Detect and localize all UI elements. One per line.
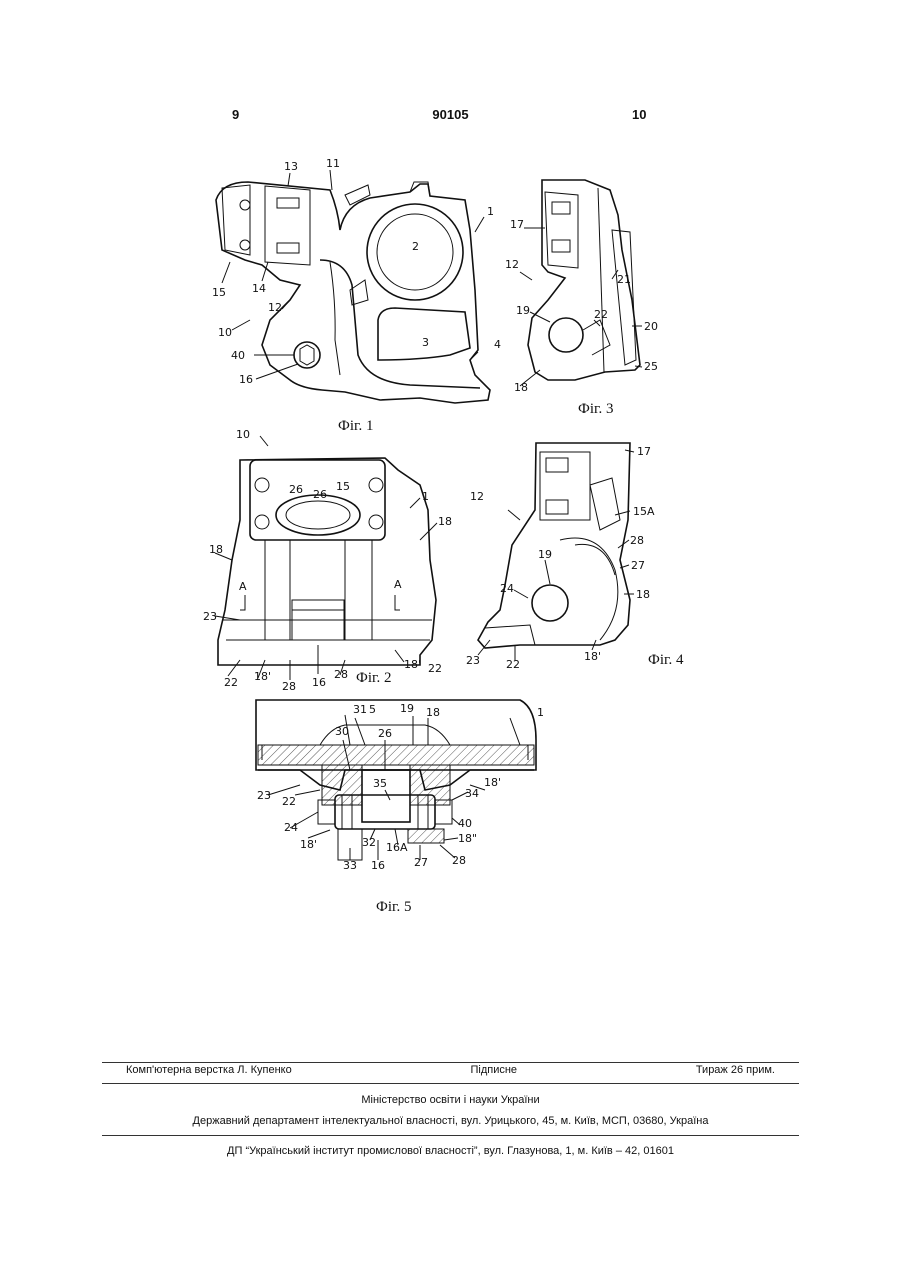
fig2-label-18prime-left: 18' (254, 670, 271, 683)
fig1-label-2: 2 (412, 240, 419, 253)
fig3-label-19: 19 (516, 304, 530, 317)
fig5-label-33: 33 (343, 859, 357, 872)
fig4-label-15a: 15A (633, 505, 655, 518)
footer-signed: Підписне (470, 1064, 517, 1076)
fig5-label-28: 28 (452, 854, 466, 867)
fig5-label-18prime-top: 18' (484, 776, 501, 789)
fig5-label-30: 30 (335, 725, 349, 738)
fig5-label-31: 31 (353, 703, 367, 716)
fig1-label-11: 11 (326, 157, 340, 170)
fig3-label-21: 21 (617, 273, 631, 286)
footer-rule-middle (102, 1083, 799, 1084)
fig5-label-34: 34 (465, 787, 479, 800)
fig5-label-27: 27 (414, 856, 428, 869)
fig5-label-1: 1 (537, 706, 544, 719)
fig4-label-19: 19 (538, 548, 552, 561)
fig5-label-32: 32 (362, 836, 376, 849)
fig5-label-24: 24 (284, 821, 298, 834)
fig1-label-40: 40 (231, 349, 245, 362)
fig4-label-18prime: 18' (584, 650, 601, 663)
fig2-label-26a: 26 (289, 483, 303, 496)
fig1-label-4: 4 (494, 338, 501, 351)
fig4-label-27: 27 (631, 559, 645, 572)
fig5-label-18prime-bottom: 18' (300, 838, 317, 851)
fig2-label-16: 16 (312, 676, 326, 689)
fig5-label-35: 35 (373, 777, 387, 790)
fig5-label-5: 5 (369, 703, 376, 716)
fig4-label-18: 18 (636, 588, 650, 601)
fig2-label-26b: 26 (313, 488, 327, 501)
fig5-label-23: 23 (257, 789, 271, 802)
figure-4-drawing (478, 443, 634, 660)
footer-ministry: Міністерство освіти і науки України (102, 1094, 799, 1106)
fig3-label-17: 17 (510, 218, 524, 231)
footer-rule-bottom (102, 1135, 799, 1136)
fig2-label-1: 1 (422, 490, 429, 503)
fig4-label-23: 23 (466, 654, 480, 667)
fig5-label-18: 18 (426, 706, 440, 719)
footer-circulation: Тираж 26 прим. (696, 1064, 775, 1076)
fig1-label-3: 3 (422, 336, 429, 349)
footer-meta-row: Комп'ютерна верстка Л. Купенко Підписне … (102, 1064, 799, 1076)
fig2-label-a-left: A (239, 580, 247, 593)
fig2-caption: Фіг. 2 (356, 670, 391, 686)
fig2-label-28-right: 28 (334, 668, 348, 681)
fig3-label-12: 12 (505, 258, 519, 271)
fig2-label-23: 23 (203, 610, 217, 623)
fig4-label-28: 28 (630, 534, 644, 547)
fig4-label-17: 17 (637, 445, 651, 458)
fig3-label-20: 20 (644, 320, 658, 333)
fig1-label-15: 15 (212, 286, 226, 299)
fig5-label-18dblprime: 18" (458, 832, 477, 845)
fig3-label-18: 18 (514, 381, 528, 394)
fig5-label-19: 19 (400, 702, 414, 715)
fig5-label-22: 22 (282, 795, 296, 808)
fig5-caption: Фіг. 5 (376, 899, 411, 915)
fig5-label-40: 40 (458, 817, 472, 830)
fig2-label-22-right: 22 (428, 662, 442, 675)
fig1-label-1: 1 (487, 205, 494, 218)
fig1-label-12: 12 (268, 301, 282, 314)
fig2-label-18-left: 18 (209, 543, 223, 556)
fig3-caption: Фіг. 3 (578, 401, 613, 417)
fig2-label-18prime-right: 18' (404, 658, 421, 671)
footer-institute: ДП “Український інститут промислової вла… (102, 1145, 799, 1157)
fig5-label-26: 26 (378, 727, 392, 740)
fig3-label-22: 22 (594, 308, 608, 321)
fig4-label-12: 12 (470, 490, 484, 503)
fig2-label-10: 10 (236, 428, 250, 441)
fig3-label-25: 25 (644, 360, 658, 373)
footer-typesetting: Комп'ютерна верстка Л. Купенко (126, 1064, 292, 1076)
figure-2-drawing (215, 436, 437, 680)
footer-department: Державний департамент інтелектуальної вл… (102, 1115, 799, 1127)
fig4-label-24: 24 (500, 582, 514, 595)
fig4-label-22: 22 (506, 658, 520, 671)
fig2-label-18-right: 18 (438, 515, 452, 528)
fig2-label-22-left: 22 (224, 676, 238, 689)
fig2-label-15: 15 (336, 480, 350, 493)
fig1-label-14: 14 (252, 282, 266, 295)
fig4-caption: Фіг. 4 (648, 652, 684, 668)
footer-rule-top (102, 1062, 799, 1063)
fig2-label-28-left: 28 (282, 680, 296, 693)
fig1-label-13: 13 (284, 160, 298, 173)
fig2-label-a-right: A (394, 578, 402, 591)
fig5-label-16: 16 (371, 859, 385, 872)
fig1-caption: Фіг. 1 (338, 418, 373, 434)
fig1-label-16: 16 (239, 373, 253, 386)
fig1-label-10: 10 (218, 326, 232, 339)
fig5-label-16a: 16A (386, 841, 408, 854)
